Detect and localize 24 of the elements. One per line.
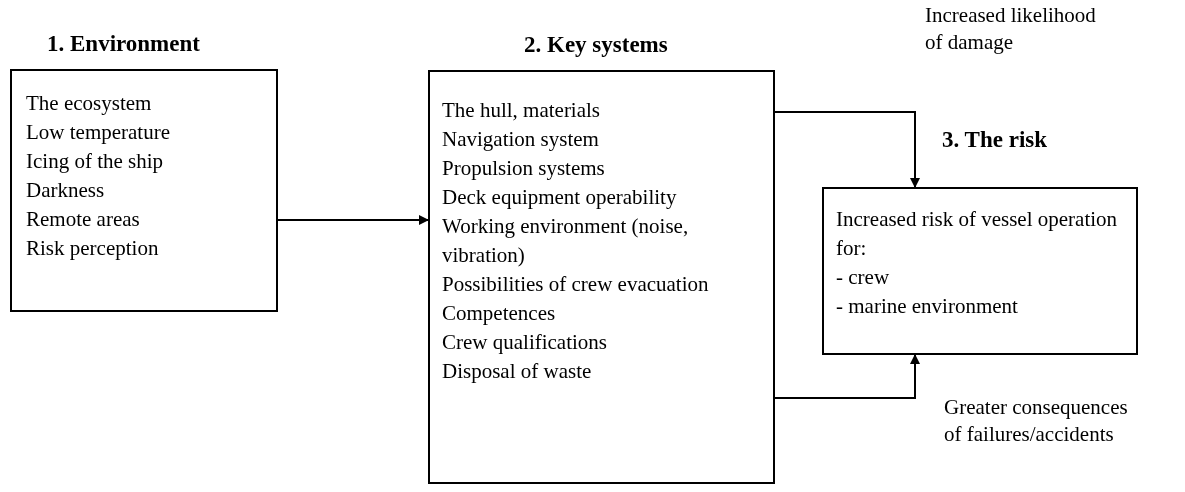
list-item: Working environment (noise, vibration) xyxy=(442,213,690,269)
list-item: Darkness xyxy=(26,177,106,204)
list-item: Deck equipment operability xyxy=(442,184,678,211)
list-item: Possibilities of crew evacuation xyxy=(442,271,710,298)
list-item: The hull, materials xyxy=(442,97,602,124)
list-item: Icing of the ship xyxy=(26,148,165,175)
list-item: The ecosystem xyxy=(26,90,153,117)
list-item: Navigation system xyxy=(442,126,600,153)
list-item: Increased risk of vessel operation for: xyxy=(836,206,1119,262)
list-item: Risk perception xyxy=(26,235,160,262)
list-item: Crew qualifications xyxy=(442,329,609,356)
list-item: - marine environment xyxy=(836,293,1019,320)
list-item: Competences xyxy=(442,300,557,327)
list-item: Low temperature xyxy=(26,119,172,146)
heading: 3. The risk xyxy=(942,127,1048,153)
list-item: Remote areas xyxy=(26,206,141,233)
heading: 1. Environment xyxy=(47,31,200,57)
heading: 2. Key systems xyxy=(524,32,668,58)
list-item: Propulsion systems xyxy=(442,155,606,182)
list-item: - crew xyxy=(836,264,891,291)
arrow xyxy=(774,354,920,399)
arrow xyxy=(277,215,429,225)
arrow xyxy=(774,111,920,188)
list-item: Disposal of waste xyxy=(442,358,593,385)
